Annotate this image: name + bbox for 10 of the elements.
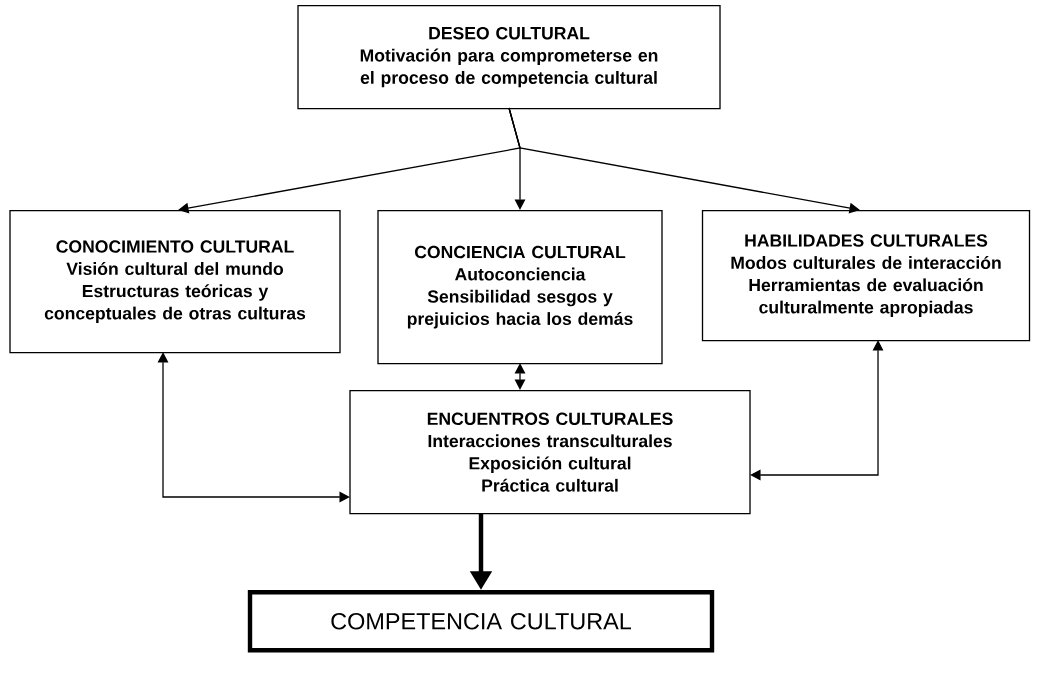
outcome-box: COMPETENCIA CULTURAL <box>247 590 715 653</box>
arrow <box>157 352 350 503</box>
process-box: CONOCIMIENTO CULTURAL Visión cultural del mundo Estructuras teóricas y conceptuales de otras culturas <box>9 210 341 354</box>
process-box: HABILIDADES CULTURALES Modos culturales de interacción Herramientas de evaluación culturalmente apropiadas <box>701 210 1031 342</box>
process-box: DESEO CULTURAL Motivación para comprometerse en el proceso de competencia cultural <box>297 5 721 110</box>
process-box: ENCUENTROS CULTURALES Interacciones transculturales Exposición cultural Práctica cultural <box>349 390 751 515</box>
arrow <box>750 340 884 481</box>
arrow <box>514 363 526 390</box>
process-box: CONCIENCIA CULTURAL Autoconciencia Sensibilidad sesgos y prejuicios hacia los demás <box>377 210 663 365</box>
arrow <box>508 107 860 214</box>
